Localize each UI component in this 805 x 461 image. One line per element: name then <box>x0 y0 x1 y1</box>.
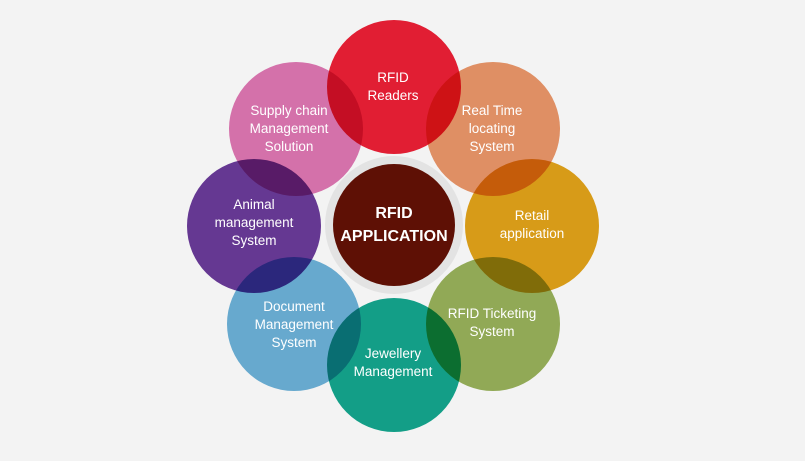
center-hub <box>333 164 455 286</box>
center-hub-label-line: RFID <box>375 205 413 222</box>
center-hub-label: RFID APPLICATION <box>329 202 459 248</box>
node-circle-supply-chain <box>229 62 363 196</box>
center-hub-label-line: APPLICATION <box>340 228 448 245</box>
